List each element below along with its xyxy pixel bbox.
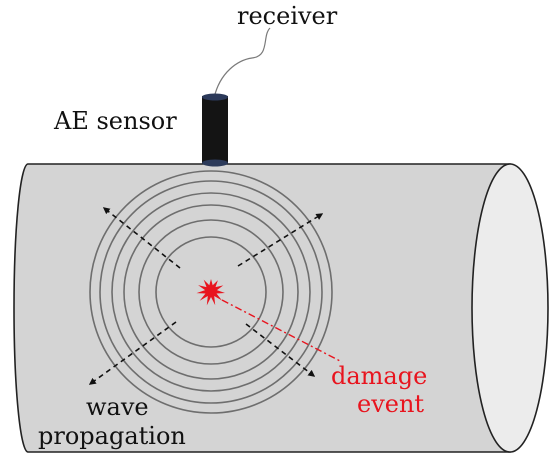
damage-event-label-line1: damage [331,362,427,390]
wave-ring [89,170,333,414]
propagation-arrows [88,207,324,385]
wave-rings [89,170,333,414]
wave-ring [99,180,323,404]
wave-ring [123,204,299,380]
wave-propagation-label-line2: propagation [38,422,186,450]
receiver-label: receiver [237,2,338,30]
wave-ring [111,192,311,392]
ae-sensor-cap [202,93,228,101]
arrow-up-left [102,207,181,269]
ae-sensor [202,96,228,164]
cylinder-body [13,163,511,453]
receiver-cable [213,27,271,99]
wave-propagation-label-line1: wave [86,393,149,421]
wave-ring [138,219,284,365]
ae-sensor-base [202,159,228,167]
cylinder-end-cap [471,163,549,453]
arrow-up-right [237,213,324,267]
damage-event-label-line2: event [357,390,424,418]
wave-ring [155,236,267,348]
damage-burst-icon [196,279,225,306]
ae-sensor-label: AE sensor [53,107,177,135]
